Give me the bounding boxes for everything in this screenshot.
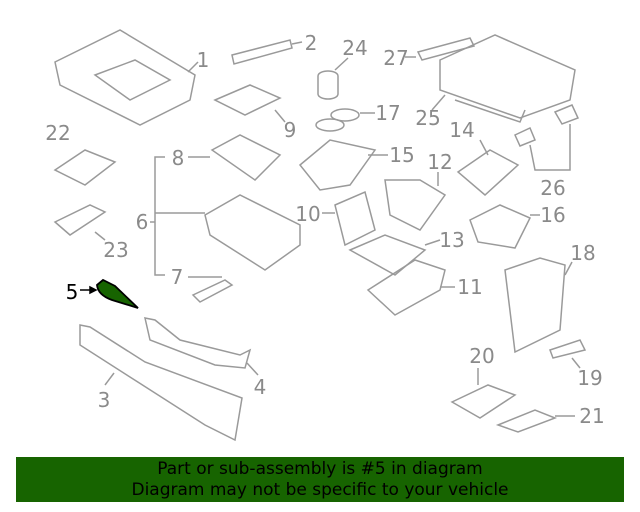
- callout-3[interactable]: 3: [97, 388, 111, 412]
- part-2-shape[interactable]: [231, 39, 293, 65]
- callout-20[interactable]: 20: [469, 344, 495, 368]
- part-15-shape[interactable]: [298, 139, 377, 191]
- part-16-shape[interactable]: [469, 204, 532, 249]
- part-14-shape[interactable]: [456, 149, 520, 196]
- part-11-shape[interactable]: [366, 259, 446, 316]
- callout-12[interactable]: 12: [427, 150, 453, 174]
- part-24-shape[interactable]: [317, 70, 339, 100]
- callout-21[interactable]: 21: [579, 404, 605, 428]
- parts-diagram: [53, 29, 587, 442]
- part-12-shape[interactable]: [384, 179, 447, 231]
- callout-18[interactable]: 18: [570, 241, 596, 265]
- callout-10[interactable]: 10: [295, 202, 321, 226]
- callout-5[interactable]: 5: [65, 280, 79, 304]
- part-27-shape[interactable]: [416, 37, 476, 61]
- callout-7[interactable]: 7: [170, 265, 184, 289]
- callout-26[interactable]: 26: [540, 176, 566, 200]
- callout-19[interactable]: 19: [577, 366, 603, 390]
- info-banner: Part or sub-assembly is #5 in diagram Di…: [16, 457, 624, 502]
- callout-13[interactable]: 13: [439, 228, 465, 252]
- part-6-shape[interactable]: [204, 194, 301, 271]
- part-9-shape[interactable]: [213, 84, 282, 116]
- part-20-shape[interactable]: [450, 384, 517, 419]
- part-3-shape[interactable]: [79, 324, 243, 442]
- part-22-shape[interactable]: [53, 149, 117, 186]
- callout-2[interactable]: 2: [304, 31, 318, 55]
- banner-line-1: Part or sub-assembly is #5 in diagram: [157, 459, 483, 479]
- callout-25[interactable]: 25: [415, 106, 441, 130]
- part-17-shape[interactable]: [315, 118, 345, 132]
- part-23-shape[interactable]: [53, 204, 107, 236]
- part-26-shape[interactable]: [514, 104, 580, 147]
- part-8-shape[interactable]: [210, 134, 282, 181]
- callout-1[interactable]: 1: [196, 48, 210, 72]
- part-18-shape[interactable]: [504, 257, 566, 354]
- callout-14[interactable]: 14: [449, 118, 475, 142]
- part-10-shape[interactable]: [334, 190, 376, 247]
- part-4-shape[interactable]: [144, 317, 252, 369]
- part-21-shape[interactable]: [495, 409, 558, 433]
- part-25-shape[interactable]: [439, 34, 576, 123]
- callout-27[interactable]: 27: [383, 46, 409, 70]
- callout-11[interactable]: 11: [457, 275, 483, 299]
- part-7-shape[interactable]: [191, 279, 234, 303]
- banner-line-2: Diagram may not be specific to your vehi…: [131, 480, 509, 500]
- callout-16[interactable]: 16: [540, 203, 566, 227]
- callout-4[interactable]: 4: [253, 375, 267, 399]
- callout-8[interactable]: 8: [171, 146, 185, 170]
- callout-17[interactable]: 17: [375, 101, 401, 125]
- callout-24[interactable]: 24: [342, 36, 368, 60]
- callout-23[interactable]: 23: [103, 238, 129, 262]
- callout-22[interactable]: 22: [45, 121, 71, 145]
- part-13-shape[interactable]: [348, 234, 427, 276]
- part-5-shape[interactable]: [96, 278, 139, 309]
- callout-6[interactable]: 6: [135, 210, 149, 234]
- part-19-shape[interactable]: [549, 339, 587, 359]
- part-1-shape[interactable]: [54, 29, 196, 126]
- callout-15[interactable]: 15: [389, 143, 415, 167]
- callout-9[interactable]: 9: [283, 118, 297, 142]
